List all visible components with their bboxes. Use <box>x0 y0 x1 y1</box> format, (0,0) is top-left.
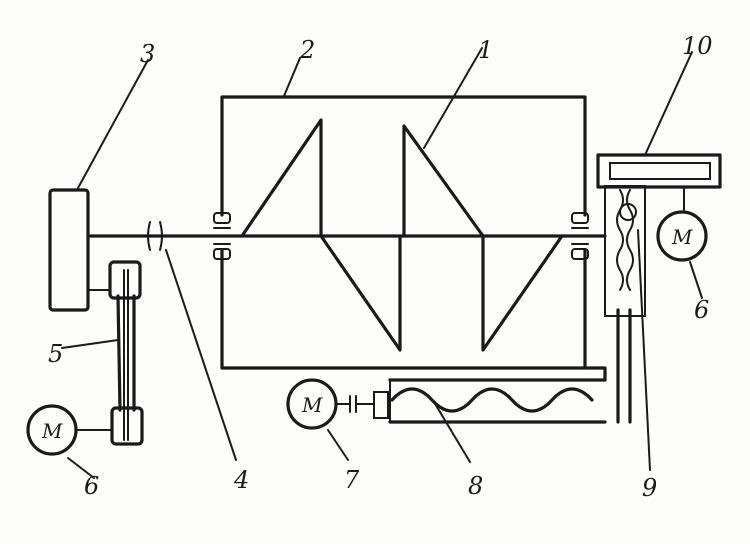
bearing-left <box>213 212 231 260</box>
motor-left-label: M <box>41 419 63 443</box>
frame-2 <box>220 95 607 382</box>
motor-right <box>656 210 708 262</box>
vertical-rod-9 <box>604 185 646 424</box>
motor-bottom <box>286 378 389 430</box>
label-2: 2 <box>299 36 315 64</box>
motor-left <box>26 404 113 456</box>
label-8: 8 <box>468 472 483 500</box>
blades-1 <box>240 118 564 352</box>
label-3: 3 <box>140 40 155 68</box>
label-4: 4 <box>233 466 249 494</box>
label-10: 10 <box>682 32 713 60</box>
drum-3 <box>48 188 90 312</box>
label-6: 6 <box>694 296 709 324</box>
motor-bottom-label: M <box>301 393 323 417</box>
coupling-4 <box>147 221 163 251</box>
gearbox-10 <box>596 153 722 221</box>
leader-lines <box>61 47 703 479</box>
motor-right-label: M <box>671 225 693 249</box>
belt-drive-5 <box>87 260 144 446</box>
label-7: 7 <box>344 466 360 494</box>
label-9: 9 <box>642 474 657 502</box>
label-5: 5 <box>48 340 63 368</box>
label-1: 1 <box>478 36 493 64</box>
bearing-right <box>571 212 589 260</box>
label-6-left: 6 <box>84 472 99 500</box>
screw-conveyor-8 <box>388 378 607 424</box>
